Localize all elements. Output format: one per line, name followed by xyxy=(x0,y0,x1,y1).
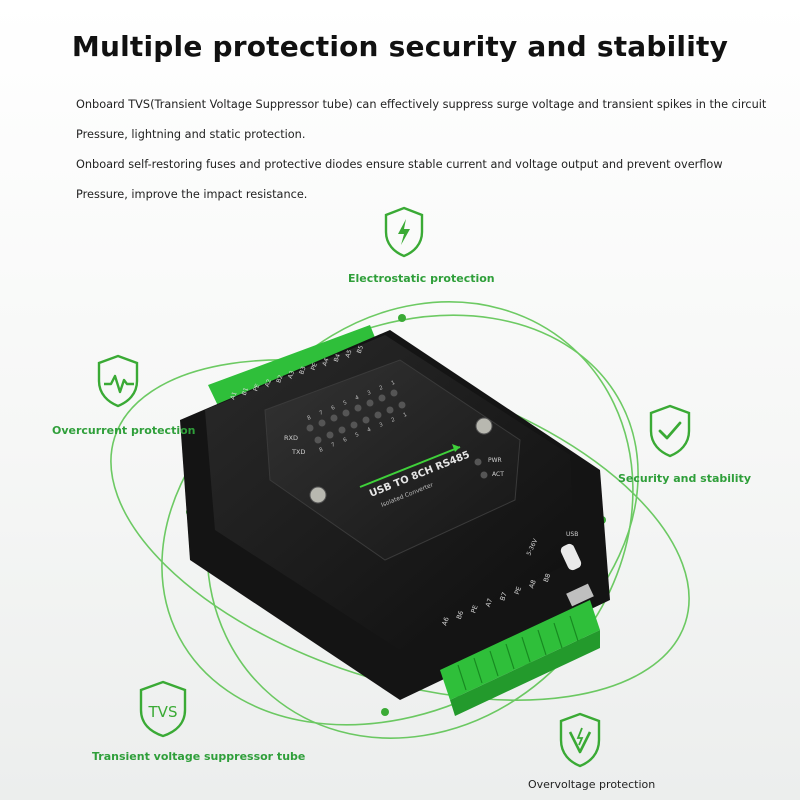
terminal-label: A5 xyxy=(344,349,353,359)
led-number: 6 xyxy=(343,437,349,444)
feature-security-label: Security and stability xyxy=(618,472,751,485)
led-number: 1 xyxy=(403,412,408,419)
terminal-label: B5 xyxy=(356,344,365,354)
led-number: 7 xyxy=(319,410,325,417)
feature-tvs-label: Transient voltage suppressor tube xyxy=(92,750,306,763)
description-line-3: Onboard self-restoring fuses and protect… xyxy=(76,158,723,171)
pulse-shield-icon xyxy=(94,354,142,412)
terminal-label: B4 xyxy=(333,353,342,363)
led-number: 3 xyxy=(379,422,385,429)
feature-electrostatic-label: Electrostatic protection xyxy=(348,272,495,285)
terminal-label: PE xyxy=(252,383,261,393)
led-number: 3 xyxy=(367,390,373,397)
led-number: 4 xyxy=(355,395,361,402)
converter-device xyxy=(180,325,610,716)
terminal-label: B7 xyxy=(498,591,508,602)
led-number: 7 xyxy=(331,442,337,449)
tvs-shield-icon: TVS xyxy=(136,680,190,742)
txd-label: TXD xyxy=(291,448,305,456)
tvs-icon-text: TVS xyxy=(148,703,178,721)
check-shield-icon xyxy=(646,404,694,462)
rxd-label: RXD xyxy=(284,434,298,442)
orbit-node xyxy=(398,314,406,322)
terminal-label: PE xyxy=(513,585,523,595)
lightning-shield-icon xyxy=(382,206,426,262)
terminal-label: A4 xyxy=(321,357,330,367)
terminal-label: A3 xyxy=(287,370,296,380)
terminal-label: B3 xyxy=(298,365,307,375)
led-number: 4 xyxy=(367,427,373,434)
terminal-label: B6 xyxy=(455,610,465,621)
terminal-label: A7 xyxy=(484,597,494,608)
terminal-label: B1 xyxy=(241,386,250,396)
voltage-shield-icon xyxy=(556,712,604,772)
page-title: Multiple protection security and stabili… xyxy=(71,30,729,63)
terminal-label: A1 xyxy=(229,391,238,401)
led-number: 2 xyxy=(379,385,384,392)
led-number: 1 xyxy=(391,380,396,387)
description-line-2: Pressure, lightning and static protectio… xyxy=(76,128,306,141)
terminal-label: PE xyxy=(310,362,319,372)
led-number: 2 xyxy=(391,417,396,424)
led-number: 5 xyxy=(355,432,361,439)
feature-overvoltage-label: Overvoltage protection xyxy=(528,778,656,791)
description-line-4: Pressure, improve the impact resistance. xyxy=(76,188,308,201)
terminal-label: B2 xyxy=(275,374,284,384)
led-number: 6 xyxy=(331,405,337,412)
terminal-label: A6 xyxy=(440,616,450,627)
terminal-label: A8 xyxy=(527,579,537,590)
led-number: 8 xyxy=(319,447,325,454)
pwr-label: PWR xyxy=(488,457,502,464)
terminal-label: A2 xyxy=(264,378,273,388)
terminal-label: B8 xyxy=(542,572,552,583)
usb-label: USB xyxy=(566,531,578,538)
terminal-label: PE xyxy=(469,604,479,614)
description-line-1: Onboard TVS(Transient Voltage Suppressor… xyxy=(76,98,767,111)
orbit-node xyxy=(381,708,389,716)
led-number: 8 xyxy=(307,415,313,422)
feature-overcurrent-label: Overcurrent protection xyxy=(52,424,196,437)
act-label: ACT xyxy=(492,471,504,478)
led-number: 5 xyxy=(343,400,349,407)
